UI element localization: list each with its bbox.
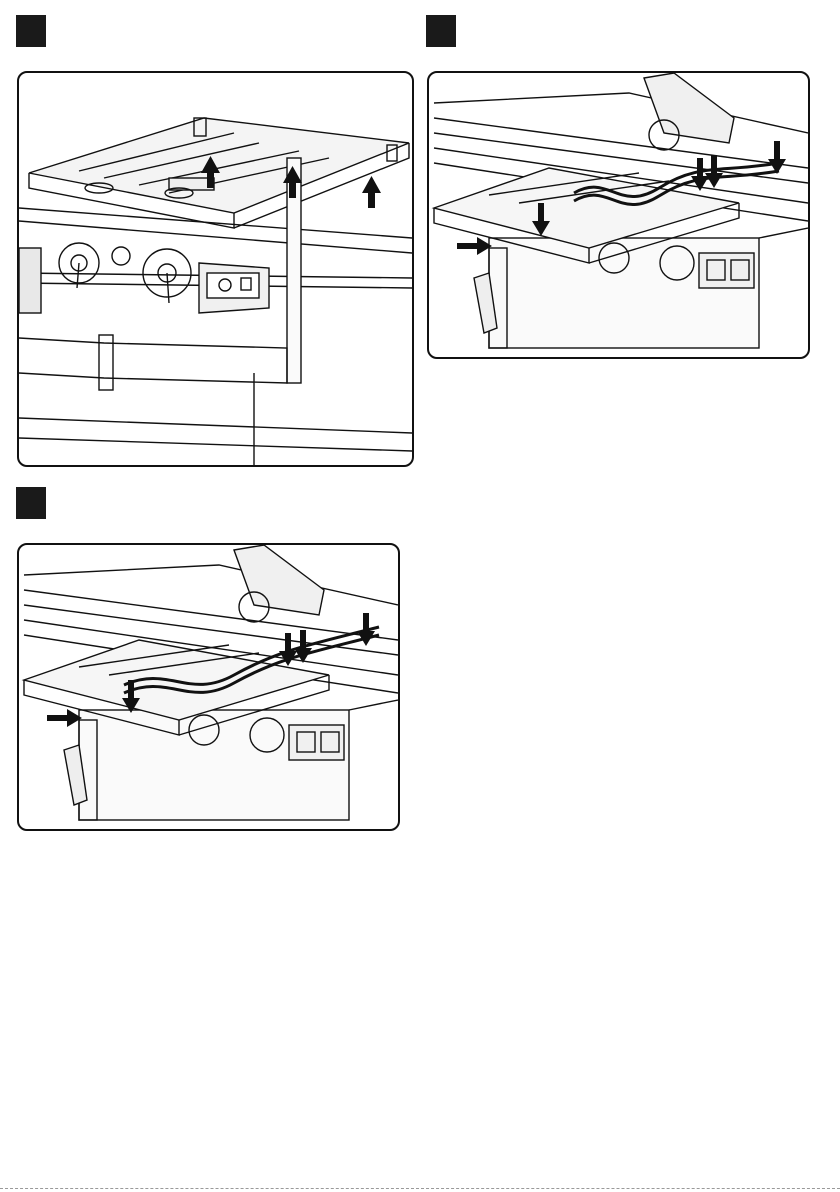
figure-b-illustration — [429, 73, 808, 357]
figure-a-panel — [17, 71, 414, 467]
step-badge-c — [16, 487, 46, 519]
step-badge-a — [16, 15, 46, 47]
arrow-right-icon — [47, 709, 82, 727]
step-badge-b — [426, 15, 456, 47]
figure-a-illustration — [19, 73, 412, 465]
arrow-right-icon — [457, 237, 492, 255]
saw-blade-icon — [644, 73, 734, 143]
figure-c-illustration — [19, 545, 398, 829]
page-bottom-rule — [0, 1188, 840, 1190]
saw-blade-icon — [234, 545, 324, 615]
figure-c-panel — [17, 543, 400, 831]
figure-b-panel — [427, 71, 810, 359]
